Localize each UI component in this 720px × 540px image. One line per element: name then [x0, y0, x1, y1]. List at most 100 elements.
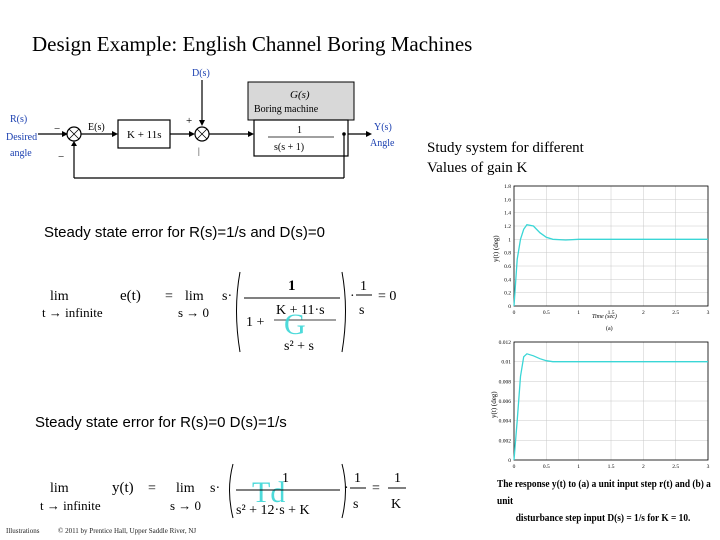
plot-b-frame — [513, 341, 709, 461]
eq2-lim-sub: t → infinite — [40, 498, 101, 513]
equation-1: lim t → infinite e(t) = lim s → 0 s· 1 1… — [42, 271, 396, 354]
plot-a-ylabel: y(t) (deg) — [492, 235, 500, 262]
eq1-frac-num: 1 — [360, 279, 367, 294]
plant-subtitle: Boring machine — [254, 104, 319, 115]
eq1-lim2: lim — [185, 289, 204, 304]
pa-xtick-label: 3 — [707, 310, 710, 316]
pa-xtick-label: 2 — [642, 310, 645, 316]
eq2-lim: lim — [50, 481, 69, 496]
pb-xtick-label: 0.5 — [543, 464, 550, 470]
eq2-lim2: lim — [176, 481, 195, 496]
eq1-lhs: e(t) — [120, 288, 141, 304]
plot-a-frame — [513, 185, 709, 307]
section1-heading: Steady state error for R(s)=1/s and D(s)… — [44, 224, 325, 241]
eq2-s-dot: s· — [210, 481, 220, 496]
eq2-overlay-td: Td — [252, 476, 285, 509]
eq1-frac-den: s — [359, 303, 364, 318]
eq2-den: s² + 12·s + K — [236, 503, 310, 518]
study-line-2: Values of gain K — [427, 160, 528, 176]
eq2-res-eq: = — [372, 481, 380, 496]
pb-xtick-label: 2.5 — [672, 464, 679, 470]
eq1-overlay-g: G — [284, 308, 306, 341]
caption-line-2: disturbance step input D(s) = 1/s for K … — [515, 512, 691, 524]
eq1-lim: lim — [50, 289, 69, 304]
controller-label: K + 11s — [127, 129, 162, 141]
section2-heading: Steady state error for R(s)=0 D(s)=1/s — [35, 414, 287, 431]
pb-ytick-label: 0.012 — [499, 340, 512, 346]
eq1-eq: = — [165, 289, 173, 304]
pb-xtick-label: 1 — [577, 464, 580, 470]
svg-text:·: · — [350, 289, 355, 304]
pa-ytick-label: 0.8 — [504, 251, 511, 257]
plant-title: G(s) — [290, 89, 310, 101]
eq2-eq: = — [148, 481, 156, 496]
svg-text:·: · — [344, 481, 349, 496]
plot-a-tag: (a) — [606, 325, 613, 332]
footer-right: © 2011 by Prentice Hall, Upper Saddle Ri… — [58, 527, 197, 535]
eq1-inner-num: K + 11·s — [276, 303, 325, 318]
plant-den: s(s + 1) — [274, 142, 304, 153]
error-label: E(s) — [88, 122, 105, 133]
eq2-lim2-sub: s → 0 — [170, 498, 201, 513]
plant-block — [253, 119, 349, 157]
pa-xtick-label: 0.5 — [543, 310, 550, 316]
pa-xtick-label: 0 — [513, 310, 516, 316]
equation-2: lim t → infinite y(t) = lim s → 0 s· 1 T… — [40, 463, 406, 519]
plot-a-xlabel: Time (sec) — [592, 313, 617, 320]
pb-xtick-label: 1.5 — [608, 464, 615, 470]
study-line-1: Study system for different — [427, 140, 584, 156]
eq2-lhs: y(t) — [112, 480, 134, 496]
pa-ytick-label: 0.2 — [504, 291, 511, 297]
pa-ytick-label: 1.4 — [504, 211, 511, 217]
caption-line-1: The response y(t) to (a) a unit input st… — [497, 478, 711, 507]
pa-ytick-label: 1.6 — [504, 197, 511, 203]
input-label-rs: R(s) — [10, 114, 27, 125]
figure-caption: The response y(t) to (a) a unit input st… — [497, 476, 718, 527]
input-label-desired: Desired — [6, 132, 37, 143]
footer-left: Illustrations — [6, 527, 40, 535]
plot-a-curve — [513, 223, 708, 307]
eq1-s-dot: s· — [222, 289, 232, 304]
eq2-res-num: 1 — [394, 471, 401, 486]
output-label-angle: Angle — [370, 138, 395, 149]
eq1-result: = 0 — [378, 289, 396, 304]
study-note: Study system for different Values of gai… — [427, 138, 584, 178]
plant-num: 1 — [297, 125, 302, 136]
sum1-minus: − — [58, 151, 64, 163]
eq2-frac-den: s — [353, 497, 358, 512]
pb-ytick-label: 0.006 — [499, 399, 512, 405]
pa-ytick-label: 1.2 — [504, 224, 511, 230]
pa-ytick-label: 1 — [508, 237, 511, 243]
pb-xtick-label: 3 — [707, 464, 710, 470]
eq1-inner-den: s² + s — [284, 339, 314, 354]
eq1-lim-sub: t → infinite — [42, 305, 103, 320]
plot-b-curve — [513, 353, 708, 461]
eq2-res-den: K — [391, 497, 401, 512]
eq1-lim2-sub: s → 0 — [178, 305, 209, 320]
pa-ytick-label: 0 — [508, 304, 511, 310]
svg-text:|: | — [198, 146, 200, 156]
pa-xtick-label: 1.5 — [608, 310, 615, 316]
pb-ytick-label: 0.01 — [501, 360, 511, 366]
pa-xtick-label: 1 — [577, 310, 580, 316]
block-diagram: R(s) Desired angle − − E(s) K + 11s D(s)… — [6, 68, 395, 179]
page-title: Design Example: English Channel Boring M… — [32, 32, 473, 56]
eq1-one: 1 — [288, 278, 296, 294]
pa-xtick-label: 2.5 — [672, 310, 679, 316]
eq1-one-plus: 1 + — [246, 315, 265, 330]
pb-ytick-label: 0.008 — [499, 379, 512, 385]
output-label-ys: Y(s) — [374, 122, 392, 133]
pb-ytick-label: 0 — [508, 458, 511, 464]
plot-b-ylabel: y(t) (deg) — [490, 391, 498, 418]
eq2-frac-num: 1 — [354, 471, 361, 486]
disturbance-label: D(s) — [192, 68, 210, 79]
controller-block — [117, 119, 171, 149]
pb-ytick-label: 0.004 — [499, 419, 512, 425]
pb-xtick-label: 0 — [513, 464, 516, 470]
pb-xtick-label: 2 — [642, 464, 645, 470]
pa-ytick-label: 0.4 — [504, 277, 511, 283]
pb-ytick-label: 0.002 — [499, 438, 512, 444]
pa-ytick-label: 1.8 — [504, 184, 511, 190]
eq2-num: 1 — [282, 471, 289, 486]
